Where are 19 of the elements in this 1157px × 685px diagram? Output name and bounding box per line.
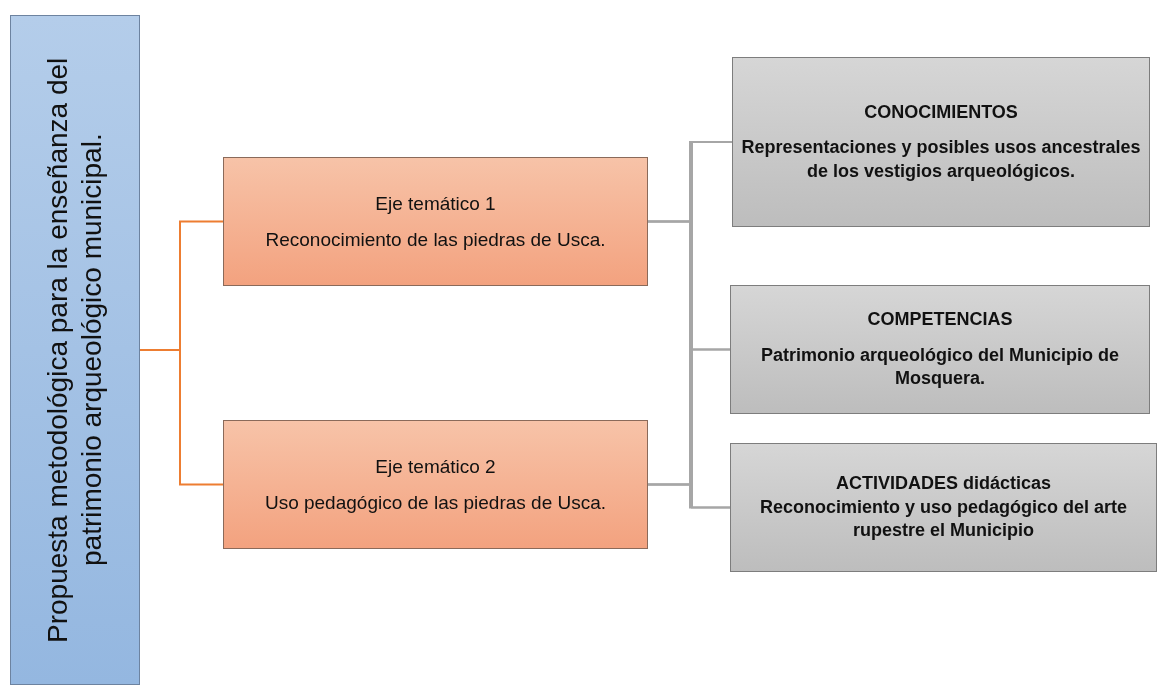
theme-box [223,420,648,549]
connector-line [647,483,731,509]
box-text: Patrimonio arqueológico del Municipio de Mosquera. [760,343,1120,391]
box-heading: CONOCIMIENTOS [864,100,1018,124]
connector-line [139,349,224,486]
box-text: Representaciones y posibles usos ancestrales de los vestigios arqueológicos. [740,136,1142,183]
box-heading: ACTIVIDADES didácticas [835,472,1052,496]
box-text: Reconocimiento de las piedras de Usca. [265,228,606,251]
box-heading: COMPETENCIAS [867,308,1013,332]
topic-box [732,57,1150,227]
box-heading: Eje temático 2 [375,455,496,478]
topic-box [730,443,1157,572]
box-text: Uso pedagógico de las piedras de Usca. [264,491,607,514]
title-box [10,15,140,685]
topic-box [730,285,1150,414]
box-heading: Eje temático 1 [375,192,496,215]
box-text: Reconocimiento y uso pedagógico del arte rupestre el Municipio [758,495,1129,543]
theme-box [223,157,648,286]
title-text: Propuesta metodológica para la enseñanza del patrimonio arqueológico municipal. [41,56,108,645]
